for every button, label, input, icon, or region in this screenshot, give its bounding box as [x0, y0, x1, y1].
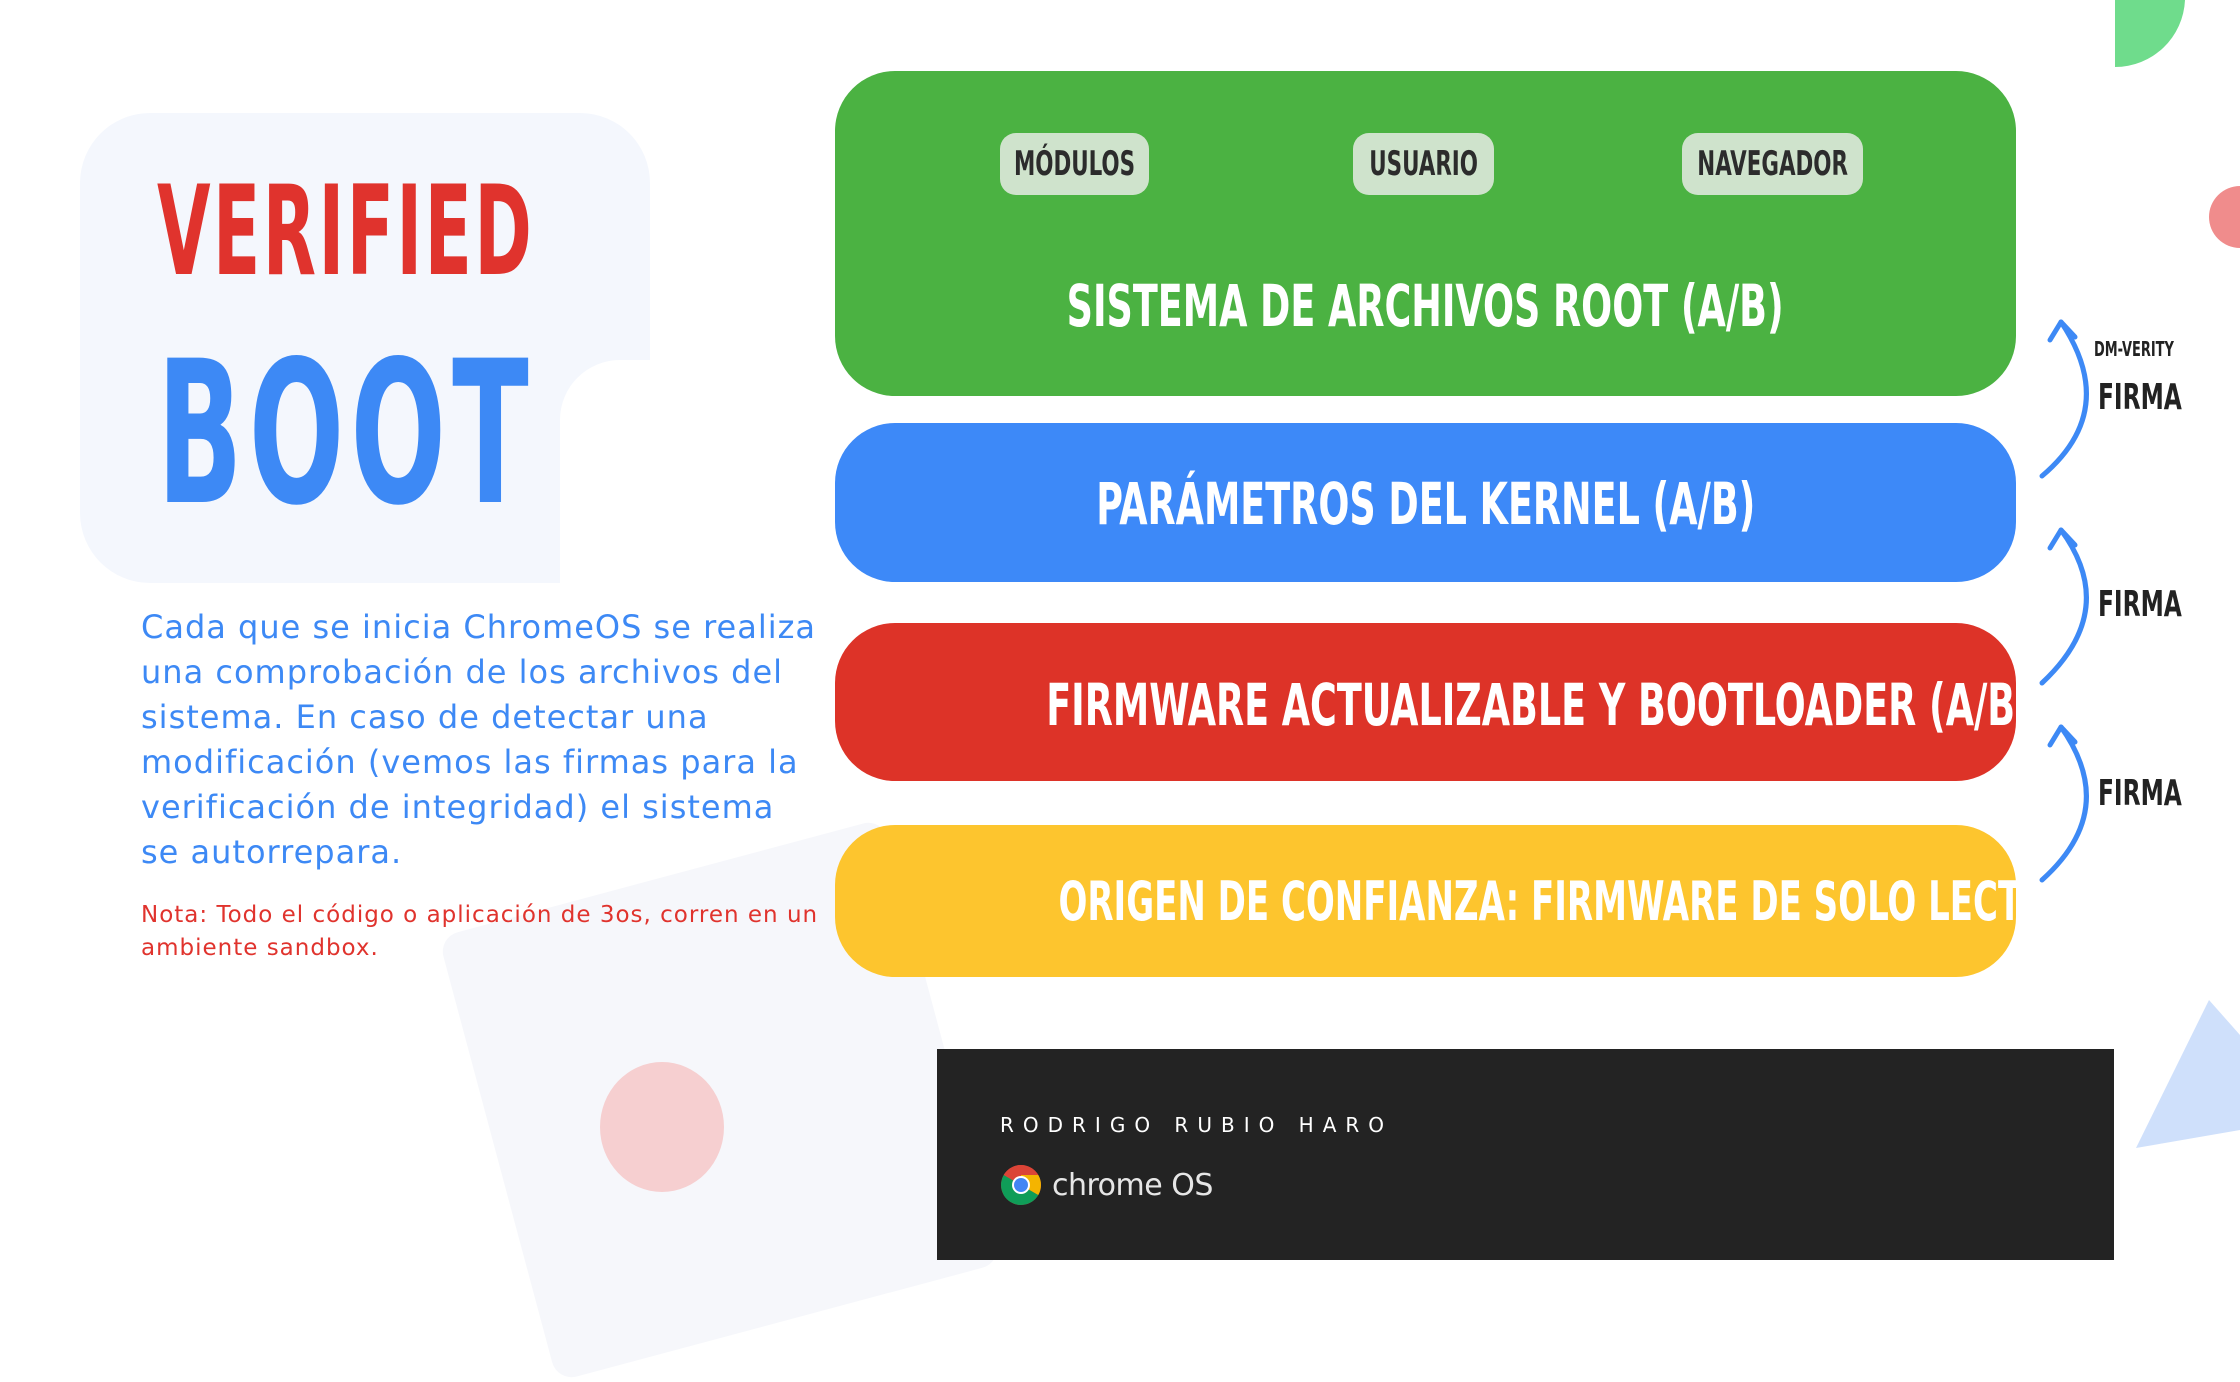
- arrow-middle-head: [2047, 527, 2078, 551]
- arrow-top-curve: [2039, 319, 2089, 479]
- arrow-middle-curve: [2039, 527, 2089, 686]
- title-card: [80, 113, 650, 583]
- title-verified: VERIFIED: [157, 160, 535, 304]
- decorative-blue-triangle: [2136, 1000, 2240, 1148]
- layer-firmware-bootloader: [835, 623, 2016, 781]
- arrow-bottom-head: [2047, 724, 2078, 748]
- footer-author: RODRIGO RUBIO HARO: [1000, 1113, 1394, 1137]
- chrome-os-logo: chrome OS: [1000, 1164, 1213, 1206]
- title-card-notch: [560, 360, 680, 620]
- layer-root-filesystem: [835, 71, 2016, 396]
- arrow-top-label: FIRMA: [2098, 377, 2182, 418]
- decorative-red-dot: [2209, 186, 2240, 248]
- decorative-green-quarter-circle: [2115, 0, 2185, 68]
- title-boot: BOOT: [157, 318, 536, 549]
- signature-arrows: [2039, 319, 2089, 883]
- footer-bar: RODRIGO RUBIO HARO chrome OS: [937, 1049, 2114, 1260]
- arrow-middle-label: FIRMA: [2098, 584, 2182, 625]
- footer-logo-text: chrome OS: [1052, 1167, 1213, 1203]
- layer-kernel-label: PARÁMETROS DEL KERNEL (A/B): [1095, 470, 1756, 538]
- chip-modulos: MÓDULOS: [1000, 133, 1149, 195]
- chip-navegador: NAVEGADOR: [1682, 133, 1863, 195]
- chip-usuario: USUARIO: [1353, 133, 1494, 195]
- layer-rot-label: ORIGEN DE CONFIANZA: FIRMWARE DE SOLO LE…: [1058, 870, 2102, 933]
- layer-root-label: SISTEMA DE ARCHIVOS ROOT (A/B): [1066, 272, 1785, 340]
- arrow-bottom-label: FIRMA: [2098, 773, 2182, 814]
- chrome-icon: [1001, 1165, 1041, 1205]
- layer-kernel-parameters: [835, 423, 2016, 582]
- arrow-bottom-curve: [2039, 724, 2089, 883]
- arrow-top-head: [2047, 319, 2078, 343]
- arrow-top-sublabel: DM-VERITY: [2094, 337, 2174, 361]
- layer-firmware-label: FIRMWARE ACTUALIZABLE Y BOOTLOADER (A/B): [1046, 671, 2032, 739]
- decorative-shapes: [2115, 0, 2240, 1148]
- note-text: Nota: Todo el código o aplicación de 3os…: [141, 902, 819, 961]
- decorative-pink-circle: [600, 1062, 724, 1192]
- description-text: Cada que se inicia ChromeOS se realiza u…: [141, 608, 817, 871]
- layer-root-of-trust: [835, 825, 2016, 977]
